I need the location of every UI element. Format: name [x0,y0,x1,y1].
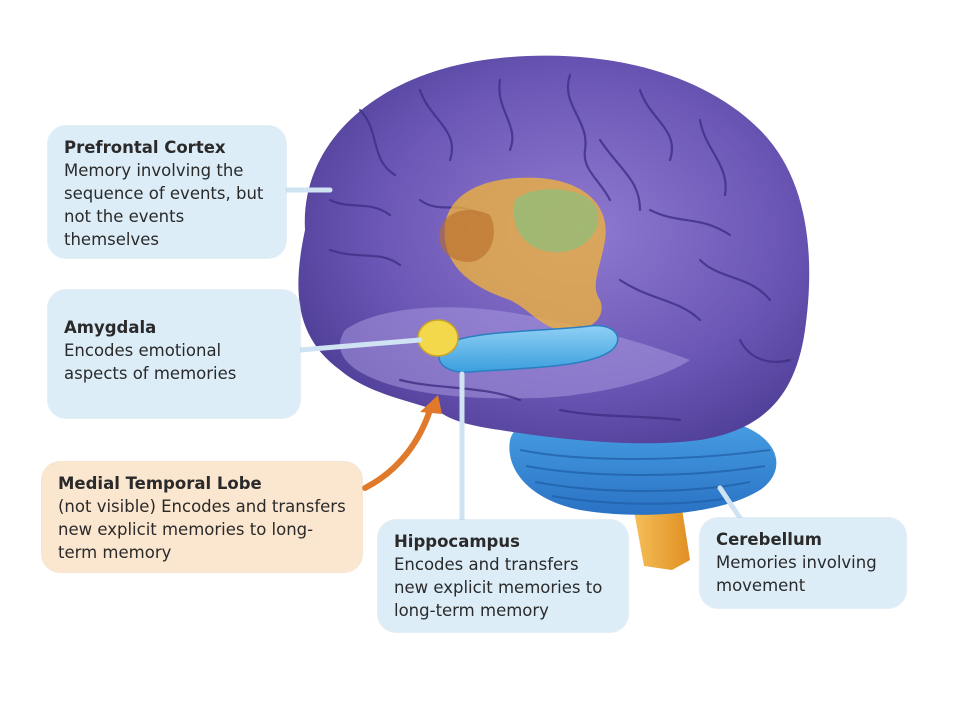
arrow-head [420,395,442,414]
brain-sulci [328,73,792,422]
callout-medial-temporal-lobe: Medial Temporal Lobe (not visible) Encod… [42,462,362,572]
pointer-lines [283,187,743,523]
callout-cerebellum-title: Cerebellum [716,530,822,549]
callout-prefrontal-cortex-title: Prefrontal Cortex [64,138,226,157]
callout-medial-temporal-lobe-desc: (not visible) Encodes and transfers new … [58,497,346,562]
callout-amygdala-desc: Encodes emotional aspects of memories [64,341,237,383]
callout-amygdala: Amygdala Encodes emotional aspects of me… [48,290,300,418]
medial-temporal-lobe-arrow [362,407,433,491]
callout-cerebellum-desc: Memories involving movement [716,553,877,595]
inner-structures-green [513,189,599,253]
callout-hippocampus-desc: Encodes and transfers new explicit memor… [394,555,603,620]
inner-structures-dark [439,210,494,262]
callout-hippocampus: Hippocampus Encodes and transfers new ex… [378,520,628,632]
callout-hippocampus-title: Hippocampus [394,532,520,551]
callout-cerebellum: Cerebellum Memories involving movement [700,518,906,608]
callout-medial-temporal-lobe-title: Medial Temporal Lobe [58,474,262,493]
cerebellum-folds [519,449,771,505]
hippocampus [438,324,619,373]
amygdala [417,319,459,357]
callout-amygdala-title: Amygdala [64,318,157,337]
callout-prefrontal-cortex: Prefrontal Cortex Memory involving the s… [48,126,286,258]
callout-prefrontal-cortex-desc: Memory involving the sequence of events,… [64,161,264,249]
